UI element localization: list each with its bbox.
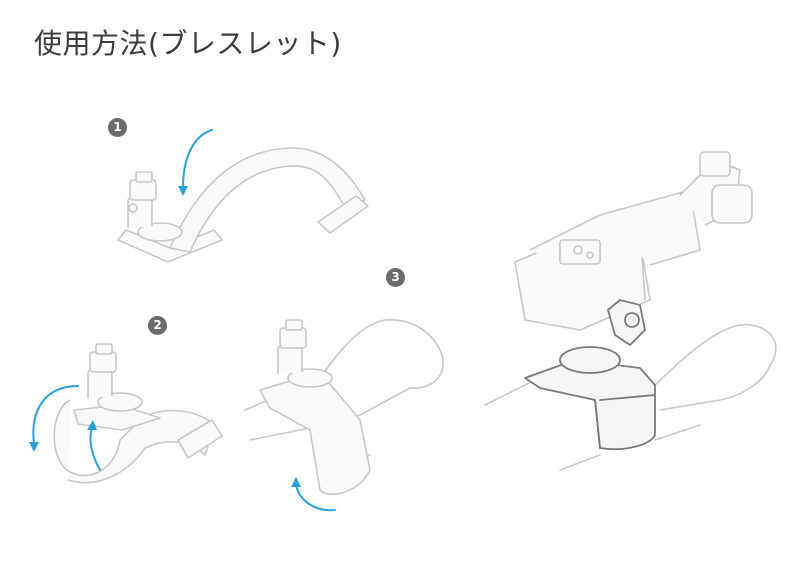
step-badge-1: 1 [108,118,127,137]
step-3-wrist-illustration [244,319,444,495]
step-1-strap-illustration [117,147,369,263]
step-2-rotation-arrow-left-icon [29,385,79,452]
page-title: 使用方法(ブレスレット) [34,27,342,60]
final-mounted-camera-illustration [484,151,777,471]
step-badge-3: 3 [386,268,405,287]
step-2-strap-illustration [53,343,223,484]
step-2-rotation-arrow-right-icon [87,420,101,471]
step-1-rotation-arrow-icon [178,129,213,196]
step-badge-2: 2 [148,316,167,335]
step-3-rotation-arrow-icon [291,477,336,512]
